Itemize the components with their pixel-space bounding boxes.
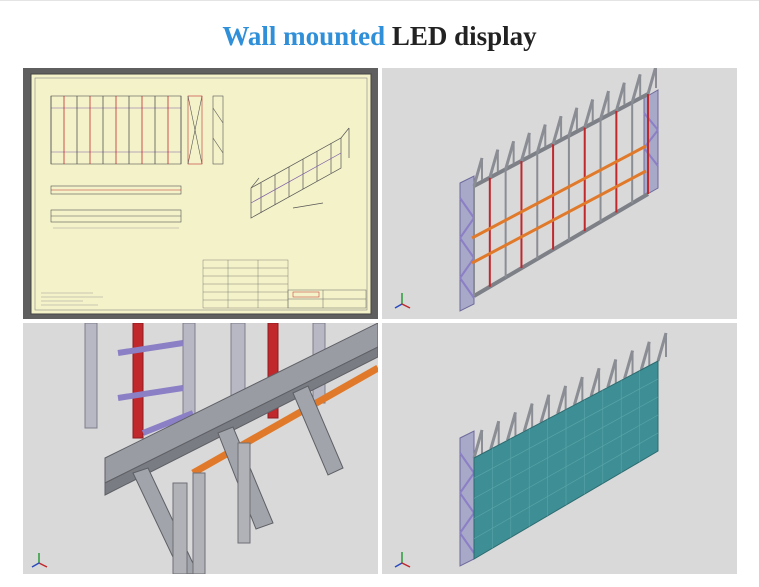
left-truss-column bbox=[459, 175, 475, 312]
technical-drawing-panel bbox=[23, 68, 378, 319]
orange-rail bbox=[191, 364, 378, 477]
steel-frame-3d-image bbox=[394, 68, 659, 312]
right-truss-column bbox=[643, 89, 659, 197]
axis-gizmo-icon bbox=[394, 293, 411, 309]
drawing-notes bbox=[41, 292, 103, 306]
axis-gizmo-icon bbox=[31, 553, 48, 568]
red-post-1 bbox=[132, 323, 144, 439]
title-block bbox=[287, 289, 367, 309]
side-elevation bbox=[187, 95, 224, 165]
frame-detail-image bbox=[31, 323, 378, 574]
technical-drawing-image bbox=[30, 73, 372, 315]
purple-braces bbox=[117, 340, 195, 436]
title-accent: Wall mounted bbox=[222, 21, 386, 52]
isometric-sketch bbox=[250, 127, 350, 219]
lower-posts bbox=[172, 442, 251, 574]
steel-frame-3d-panel bbox=[382, 68, 737, 319]
main-beam bbox=[104, 323, 378, 484]
front-elevation-posts bbox=[50, 96, 182, 164]
red-post-2 bbox=[267, 323, 279, 419]
parts-table bbox=[202, 259, 289, 309]
lower-rail bbox=[471, 169, 647, 265]
top-brackets bbox=[472, 332, 668, 459]
led-module-grid bbox=[473, 370, 659, 549]
title-rest: LED display bbox=[391, 21, 537, 52]
upper-rail bbox=[471, 144, 647, 240]
page-title: Wall mounted LED display bbox=[0, 20, 759, 52]
axis-gizmo-icon bbox=[394, 552, 411, 568]
left-truss-column bbox=[459, 430, 475, 567]
led-display-panel bbox=[382, 323, 737, 574]
frame-grid bbox=[472, 68, 657, 298]
top-divider bbox=[0, 0, 759, 1]
frame-detail-panel bbox=[23, 323, 378, 574]
plan-views bbox=[50, 185, 182, 229]
led-display-image bbox=[394, 332, 668, 568]
